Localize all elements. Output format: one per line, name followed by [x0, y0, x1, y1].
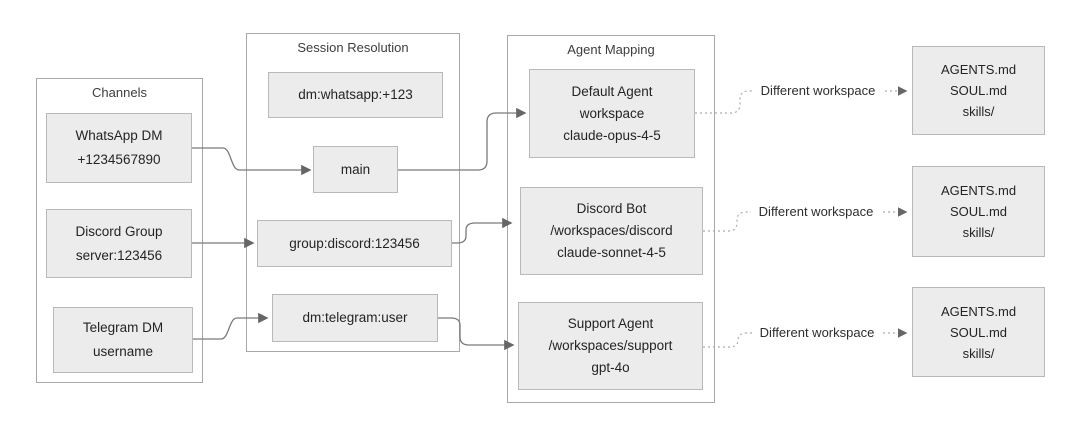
node-line: skills/ [962, 345, 995, 361]
node-line: workspace [579, 105, 645, 121]
agent-node-support: Support Agent /workspaces/support gpt-4o [518, 302, 703, 390]
arrow-group-to-discord-bot [452, 217, 513, 244]
workspace-files-node-3: AGENTS.md SOUL.md skills/ [912, 287, 1045, 377]
node-line: Default Agent [571, 83, 653, 99]
workspace-files-node-2: AGENTS.md SOUL.md skills/ [912, 166, 1045, 257]
session-node-dm-whatsapp: dm:whatsapp:+123 [268, 72, 443, 118]
node-line: dm:telegram:user [302, 310, 408, 325]
channel-node-whatsapp: WhatsApp DM +1234567890 [46, 113, 192, 183]
node-line: SOUL.md [949, 204, 1008, 219]
node-line: Support Agent [567, 316, 654, 331]
node-line: group:discord:123456 [289, 235, 420, 251]
node-line: /workspaces/discord [550, 223, 673, 238]
node-line: WhatsApp DM [75, 128, 163, 143]
node-line: AGENTS.md [940, 183, 1017, 198]
channel-node-discord: Discord Group server:123456 [46, 209, 192, 278]
node-line: username [92, 344, 154, 359]
node-line: dm:whatsapp:+123 [298, 87, 413, 102]
session-node-main: main [313, 146, 398, 193]
node-line: /workspaces/support [548, 338, 673, 353]
different-workspace-label-3: Different workspace [759, 325, 875, 340]
node-line: Telegram DM [82, 320, 164, 335]
workspace-files-node-1: AGENTS.md SOUL.md skills/ [912, 46, 1045, 135]
node-line: claude-opus-4-5 [563, 127, 661, 143]
session-node-dm-telegram: dm:telegram:user [272, 294, 438, 342]
node-line: Discord Bot [576, 201, 647, 216]
agent-mapping-group-title: Agent Mapping [567, 42, 655, 57]
different-workspace-label-2: Different workspace [758, 204, 874, 219]
node-line: claude-sonnet-4-5 [557, 245, 666, 260]
agent-node-default: Default Agent workspace claude-opus-4-5 [529, 69, 695, 158]
node-line: main [340, 161, 371, 177]
channel-node-telegram: Telegram DM username [53, 307, 193, 373]
node-line: +1234567890 [77, 152, 161, 167]
channels-group-title: Channels [92, 85, 147, 100]
node-line: server:123456 [75, 247, 163, 263]
session-resolution-group-title: Session Resolution [297, 40, 409, 55]
node-line: skills/ [962, 225, 995, 240]
node-line: SOUL.md [949, 324, 1008, 340]
node-line: gpt-4o [591, 360, 630, 375]
node-line: AGENTS.md [940, 62, 1017, 77]
agent-node-discord-bot: Discord Bot /workspaces/discord claude-s… [520, 187, 703, 275]
node-line: SOUL.md [949, 83, 1008, 98]
node-line: Discord Group [75, 223, 163, 239]
session-node-group-discord: group:discord:123456 [257, 220, 452, 267]
different-workspace-label-1: Different workspace [760, 83, 876, 98]
node-line: AGENTS.md [940, 303, 1017, 319]
node-line: skills/ [962, 104, 995, 119]
